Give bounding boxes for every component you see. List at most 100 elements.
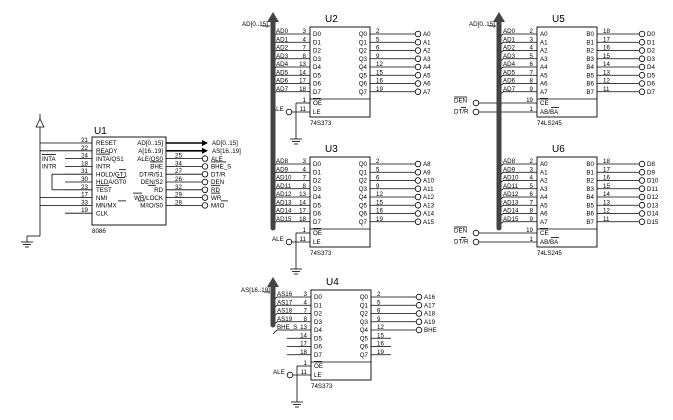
pin-label-U2-D7: D7 <box>313 89 321 96</box>
net-U6-AD14: AD14 <box>503 208 519 215</box>
pin-num-U5-15: 15 <box>603 53 610 60</box>
pin-num-U3-11: 11 <box>300 236 307 243</box>
pin-label-U4-D7: D7 <box>314 352 322 359</box>
out-net-U5-D1: D1 <box>647 39 655 46</box>
out-term-U2-A6 <box>414 80 422 87</box>
out-net-U6-D10: D10 <box>647 178 659 185</box>
pin-num-U3-4: 4 <box>303 166 307 173</box>
pin-num-U4-1: 1 <box>304 360 308 367</box>
pin-label-U2-D4: D4 <box>313 64 321 71</box>
pin-label-U4-Q5: Q5 <box>360 335 369 342</box>
out-term-U5-D3 <box>638 55 646 62</box>
cpu-pin-TEST: TEST <box>96 187 112 194</box>
pin-label-U5-B2: B2 <box>586 48 594 55</box>
pin-label-U6-B2: B2 <box>586 178 594 185</box>
chip-type-U2: 74S373 <box>310 120 332 127</box>
dtr-term-U5 <box>472 108 480 116</box>
pin-num-U6-8: 8 <box>530 208 534 215</box>
cpu-pin-CLK: CLK <box>96 210 109 217</box>
out-term-U4-BHE <box>415 326 423 334</box>
pin-label-U3-D5: D5 <box>313 202 321 209</box>
ale-term-U3 <box>285 238 293 246</box>
pin-num-U5-13: 13 <box>603 69 610 76</box>
pin-label-U2-D2: D2 <box>313 48 321 55</box>
pin-num-U4-14: 14 <box>300 332 307 339</box>
out-term-U6-D11 <box>638 185 646 192</box>
pin-label-U3-Q3: Q3 <box>359 186 368 193</box>
chip-U4 <box>310 289 372 381</box>
cpu-term-M/IO <box>201 202 209 209</box>
out-net-U3-A15: A15 <box>423 219 435 226</box>
pin-num-U2-1: 1 <box>303 97 307 104</box>
out-term-U6-D15 <box>638 218 646 225</box>
pin-label-U3-D7: D7 <box>313 219 321 226</box>
pin-num-U3-5: 5 <box>376 166 380 173</box>
pin-label-U6-B6: B6 <box>586 211 594 218</box>
out-net-U3-A14: A14 <box>423 211 435 218</box>
pin-label-U3-Q5: Q5 <box>359 202 368 209</box>
net-U2-AD0: AD0 <box>276 28 289 35</box>
net-U5-AD3: AD3 <box>503 53 516 60</box>
pin-num-U6-11: 11 <box>603 216 610 223</box>
pin-label-U3-D4: D4 <box>313 194 321 201</box>
cpu-bus-arrow-icon <box>202 140 208 146</box>
pin-label-U6-A4: A4 <box>540 194 548 201</box>
pin-label-U2-Q7: Q7 <box>359 89 368 96</box>
pin-num-U4-8: 8 <box>304 316 308 323</box>
chip-id-U4: U4 <box>326 277 339 288</box>
out-term-U2-A3 <box>414 55 422 62</box>
cpu-pin-HLDA/GT0: HLDA/GT0 <box>96 179 127 186</box>
pin-num-U5-3: 3 <box>530 36 534 43</box>
cpu-term-DEN <box>201 178 209 186</box>
out-term-U5-D0 <box>638 30 646 38</box>
net-U3-AD14: AD14 <box>276 208 292 215</box>
cpu-pin-num-29: 29 <box>175 192 182 199</box>
cpu-pin-num-27: 27 <box>175 168 182 175</box>
cpu-term-BHE_S <box>201 163 209 170</box>
pin-label-U3-D0: D0 <box>313 161 321 168</box>
pin-label-U2-Q1: Q1 <box>359 39 368 46</box>
as-bus-arrow <box>267 277 279 287</box>
net-U6-AD12: AD12 <box>503 191 519 198</box>
out-term-U3-A12 <box>414 193 422 201</box>
net-U2-AD2: AD2 <box>276 45 289 52</box>
den-label-U6: DEN <box>454 228 467 235</box>
pin-num-U6-18: 18 <box>603 158 610 165</box>
pin-num-U6-3: 3 <box>530 166 534 173</box>
cpu-pin-num-22: 22 <box>81 145 88 152</box>
out-term-U4-A17 <box>415 302 423 309</box>
out-term-U3-A10 <box>414 177 422 184</box>
net-U6-AD9: AD9 <box>503 166 516 173</box>
pin-num-U4-12: 12 <box>377 324 384 331</box>
pin-label-U5-B1: B1 <box>586 39 594 46</box>
pin-label-U3-D1: D1 <box>313 169 321 176</box>
pin-num-U2-15: 15 <box>376 69 383 76</box>
out-term-U5-D5 <box>638 72 646 79</box>
chip-type-U3: 74S373 <box>310 250 332 257</box>
ground-U2 <box>290 133 302 145</box>
cpu-id: U1 <box>94 126 107 137</box>
cpu-net-INTA: INTA <box>42 156 57 163</box>
pin-label-U6-A0: A0 <box>540 161 548 168</box>
pin-num-U6-9: 9 <box>530 216 534 223</box>
ale-label-U2: ALE <box>272 106 284 113</box>
pin-label-U3-Q0: Q0 <box>359 161 368 168</box>
ale-term-U4 <box>286 371 294 379</box>
net-U4-AS16: AS16 <box>277 291 293 298</box>
out-net-U2-A6: A6 <box>423 81 431 88</box>
pin-num-U6-4: 4 <box>530 175 534 182</box>
net-U6-AD13: AD13 <box>503 199 519 206</box>
pin-label-U6-B4: B4 <box>586 194 594 201</box>
pin-label-U2-D3: D3 <box>313 56 321 63</box>
cpu-pin-BHE: BHE <box>150 164 163 171</box>
pin-label-U4-Q7: Q7 <box>360 352 369 359</box>
pin-label-U2-Q5: Q5 <box>359 72 368 79</box>
out-net-U3-A12: A12 <box>423 194 435 201</box>
dtr-label-U6: DT/R <box>454 239 469 246</box>
ale-term-U2 <box>285 108 293 116</box>
pin-label-U3-D2: D2 <box>313 178 321 185</box>
pin-num-U2-8: 8 <box>303 53 307 60</box>
pin-label-U4-Q0: Q0 <box>360 294 369 301</box>
cpu-pin-DEN/S2: DEN/S2 <box>141 179 164 186</box>
